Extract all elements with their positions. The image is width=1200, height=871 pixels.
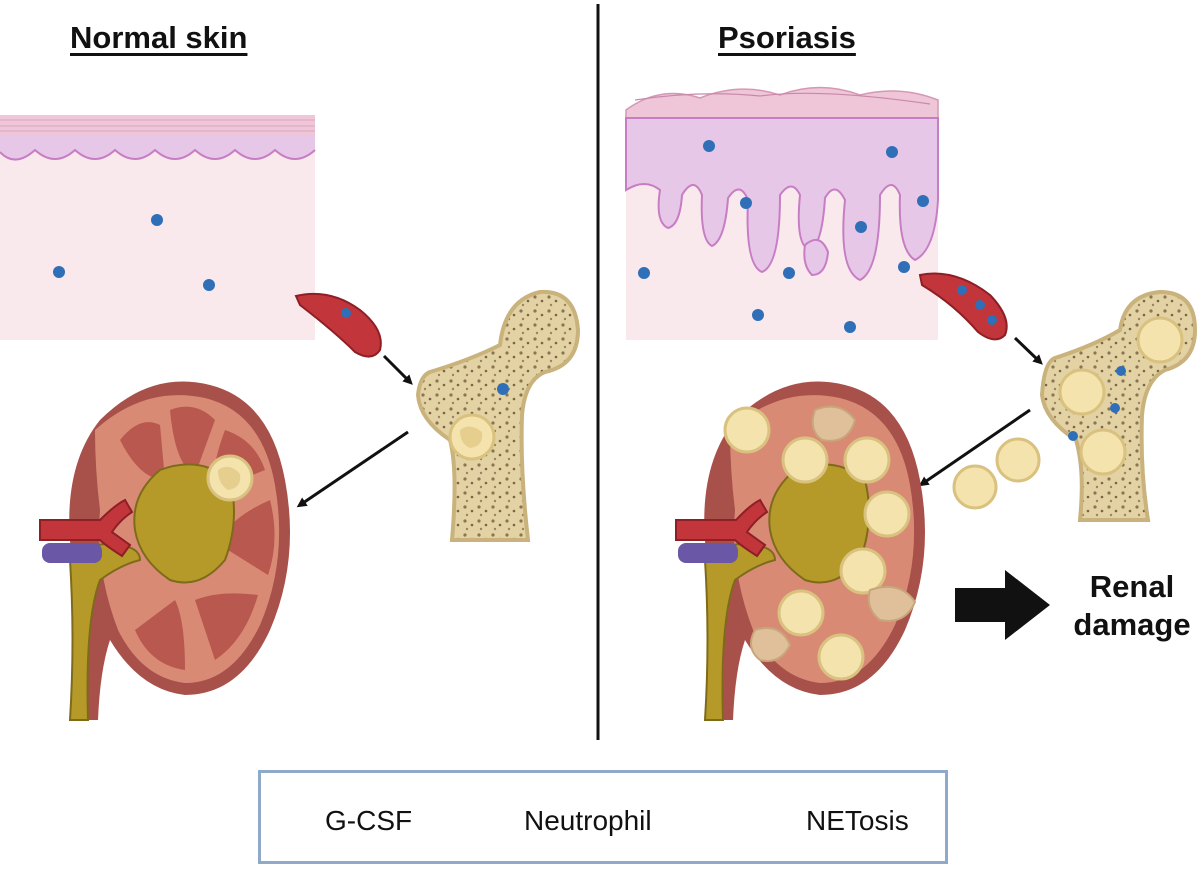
netosis-in-kidney xyxy=(750,405,917,662)
renal-damage-line-1: Renal xyxy=(1089,569,1175,604)
normal-skin-tissue xyxy=(0,115,316,340)
neutrophil-in-kidney-normal xyxy=(206,454,254,502)
legend-label-gcsf: G-CSF xyxy=(325,805,413,836)
neutrophils-in-bone-psoriasis xyxy=(1058,316,1184,476)
circulating-neutrophils xyxy=(952,437,1041,510)
arrow-bone-to-kidney-normal xyxy=(296,430,409,508)
arrow-vessel-to-bone-psoriasis xyxy=(1013,336,1043,365)
kidney-normal xyxy=(39,381,290,721)
bone-marrow-normal xyxy=(415,289,581,542)
arrow-renal-damage xyxy=(955,570,1050,640)
gcsf-dots-normal xyxy=(53,214,215,291)
legend-label-netosis: NETosis xyxy=(806,805,909,836)
gcsf-dots-psoriasis xyxy=(638,140,929,333)
legend-label-neutrophil: Neutrophil xyxy=(524,805,652,836)
renal-damage-line-2: damage xyxy=(1073,607,1191,642)
legend-box: G-CSF Neutrophil NETosis xyxy=(258,770,948,864)
blood-vessel-psoriasis xyxy=(918,272,1008,341)
arrow-bone-to-kidney-psoriasis xyxy=(918,408,1031,487)
neutrophil-in-bone-normal xyxy=(448,413,496,461)
arrow-vessel-to-bone-normal xyxy=(382,354,413,385)
psoriasis-title: Psoriasis xyxy=(718,20,856,55)
kidney-psoriasis xyxy=(675,381,925,721)
psoriasis-skin-tissue xyxy=(625,86,939,340)
neutrophils-in-kidney-psoriasis xyxy=(723,406,911,681)
renal-damage-label: Renal damage xyxy=(1062,568,1200,644)
normal-skin-title: Normal skin xyxy=(70,20,248,55)
blood-vessel-normal xyxy=(294,292,382,358)
